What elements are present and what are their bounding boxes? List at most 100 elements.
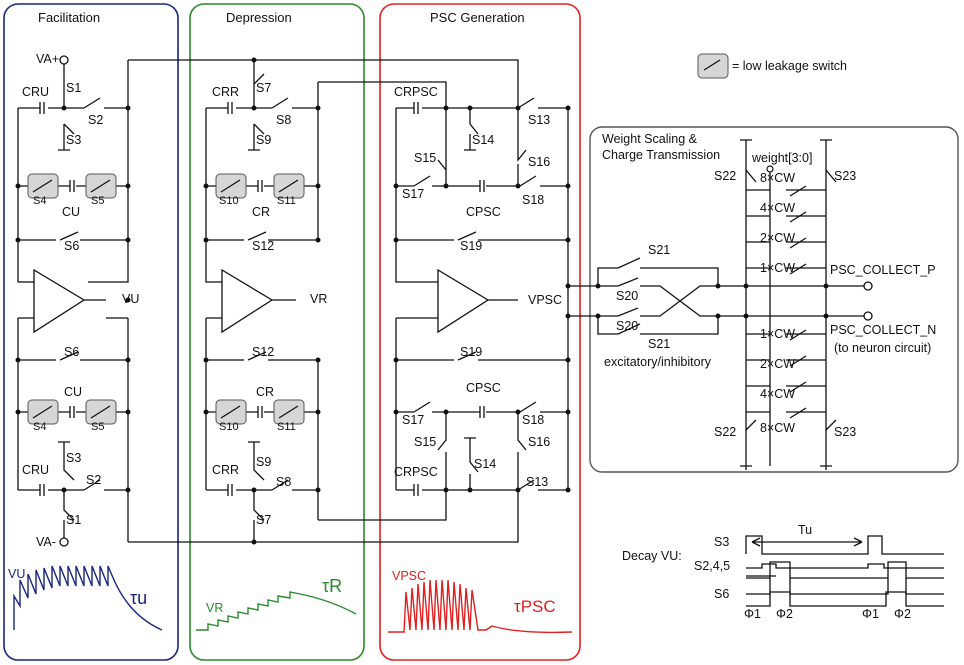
cr-bottom: CR bbox=[256, 385, 274, 399]
s10-bottom: S10 bbox=[219, 421, 239, 433]
s15-bottom: S15 bbox=[414, 435, 436, 449]
vpsc-wave-label: VPSC bbox=[392, 569, 426, 583]
s5-top: S5 bbox=[91, 195, 104, 207]
facilitation-circuit bbox=[15, 55, 131, 547]
crpsc-bottom: CRPSC bbox=[394, 465, 438, 479]
low-leakage-switch-icon bbox=[697, 53, 729, 79]
s13-top: S13 bbox=[528, 113, 550, 127]
weight-scaling-block bbox=[589, 126, 959, 473]
s4-bottom: S4 bbox=[33, 421, 46, 433]
tau-u-label: τu bbox=[130, 588, 147, 608]
timing-phi1-b: Φ1 bbox=[862, 607, 879, 621]
cpsc-bottom: CPSC bbox=[466, 381, 501, 395]
to-neuron-label: (to neuron circuit) bbox=[834, 341, 931, 355]
s21-top: S21 bbox=[648, 243, 670, 257]
weight-title-line2: Charge Transmission bbox=[602, 148, 720, 162]
depression-title: Depression bbox=[226, 10, 292, 25]
s6-top: S6 bbox=[64, 239, 79, 253]
psc-circuit bbox=[393, 97, 571, 496]
vr-wave-label: VR bbox=[206, 601, 223, 615]
s9-bottom: S9 bbox=[256, 455, 271, 469]
s20-top: S20 bbox=[616, 289, 638, 303]
depression-block bbox=[189, 3, 365, 661]
timing-diagram: Decay VU: S3 S2,4,5 S6 Tu Φ1 Φ2 Φ1 Φ2 bbox=[622, 523, 944, 621]
s3-top: S3 bbox=[66, 133, 81, 147]
exc-inh-label: excitatory/inhibitory bbox=[604, 355, 712, 369]
s5-bottom: S5 bbox=[91, 421, 104, 433]
timing-s6: S6 bbox=[714, 587, 729, 601]
s14-top: S14 bbox=[472, 133, 494, 147]
psc-generation-block bbox=[379, 3, 581, 661]
cw2-bottom: 2×CW bbox=[760, 357, 795, 371]
timing-s245: S2,4,5 bbox=[694, 559, 730, 573]
s20-bottom: S20 bbox=[616, 319, 638, 333]
timing-phi2-b: Φ2 bbox=[894, 607, 911, 621]
s22-bottom: S22 bbox=[714, 425, 736, 439]
cw1-top: 1×CW bbox=[760, 261, 795, 275]
s15-top: S15 bbox=[414, 151, 436, 165]
s17-bottom: S17 bbox=[402, 413, 424, 427]
weight-bits-label: weight[3:0] bbox=[751, 151, 812, 165]
s19-bottom: S19 bbox=[460, 345, 482, 359]
s16-top: S16 bbox=[528, 155, 550, 169]
vpsc-label: VPSC bbox=[528, 293, 562, 307]
s4-top: S4 bbox=[33, 195, 46, 207]
s9-top: S9 bbox=[256, 133, 271, 147]
va-plus-label: VA+ bbox=[36, 52, 59, 66]
s21-bottom: S21 bbox=[648, 337, 670, 351]
crpsc-top: CRPSC bbox=[394, 85, 438, 99]
legend-text: = low leakage switch bbox=[732, 59, 847, 73]
s8-top: S8 bbox=[276, 113, 291, 127]
schematic-labels: VA+ VA- CRU CRU S1 S2 S3 S4 S5 CU S6 S6 … bbox=[22, 52, 936, 549]
va-minus-label: VA- bbox=[36, 535, 56, 549]
s2-bottom: S2 bbox=[86, 473, 101, 487]
s7-bottom: S7 bbox=[256, 513, 271, 527]
crr-top: CRR bbox=[212, 85, 239, 99]
s22-top: S22 bbox=[714, 169, 736, 183]
s19-top: S19 bbox=[460, 239, 482, 253]
weight-title-line1: Weight Scaling & bbox=[602, 132, 698, 146]
vu-wave-label: VU bbox=[8, 567, 25, 581]
s1-top: S1 bbox=[66, 81, 81, 95]
cw4-bottom: 4×CW bbox=[760, 387, 795, 401]
cw4-top: 4×CW bbox=[760, 201, 795, 215]
vr-label: VR bbox=[310, 292, 327, 306]
s23-bottom: S23 bbox=[834, 425, 856, 439]
depression-circuit bbox=[203, 57, 321, 545]
weight-circuit bbox=[568, 139, 873, 470]
timing-phi1-a: Φ1 bbox=[744, 607, 761, 621]
cr-top: CR bbox=[252, 205, 270, 219]
s18-top: S18 bbox=[522, 193, 544, 207]
tau-r-label: τR bbox=[322, 576, 342, 596]
s23-top: S23 bbox=[834, 169, 856, 183]
s8-bottom: S8 bbox=[276, 475, 291, 489]
s2-top: S2 bbox=[88, 113, 103, 127]
s18-bottom: S18 bbox=[522, 413, 544, 427]
s6-bottom: S6 bbox=[64, 345, 79, 359]
timing-tu: Tu bbox=[798, 523, 812, 537]
s14-bottom: S14 bbox=[474, 457, 496, 471]
cru-top-label: CRU bbox=[22, 85, 49, 99]
s10-top: S10 bbox=[219, 195, 239, 207]
timing-phi2-a: Φ2 bbox=[776, 607, 793, 621]
cw8-bottom: 8×CW bbox=[760, 421, 795, 435]
vr-waveform: VR τR bbox=[196, 576, 357, 631]
s11-top: S11 bbox=[277, 195, 296, 207]
psc-collect-p-label: PSC_COLLECT_P bbox=[830, 263, 936, 277]
s11-bottom: S11 bbox=[277, 421, 296, 433]
cw1-bottom: 1×CW bbox=[760, 327, 795, 341]
cu-bottom: CU bbox=[64, 385, 82, 399]
legend: = low leakage switch bbox=[697, 53, 847, 79]
vu-label: VU bbox=[122, 292, 139, 306]
s17-top: S17 bbox=[402, 187, 424, 201]
facilitation-title: Facilitation bbox=[38, 10, 100, 25]
cru-bottom-label: CRU bbox=[22, 463, 49, 477]
vpsc-waveform: VPSC τPSC bbox=[388, 569, 573, 634]
s7-top: S7 bbox=[256, 81, 271, 95]
cu-top: CU bbox=[62, 205, 80, 219]
s12-bottom: S12 bbox=[252, 345, 274, 359]
facilitation-block bbox=[3, 3, 179, 661]
cw8-top: 8×CW bbox=[760, 171, 795, 185]
